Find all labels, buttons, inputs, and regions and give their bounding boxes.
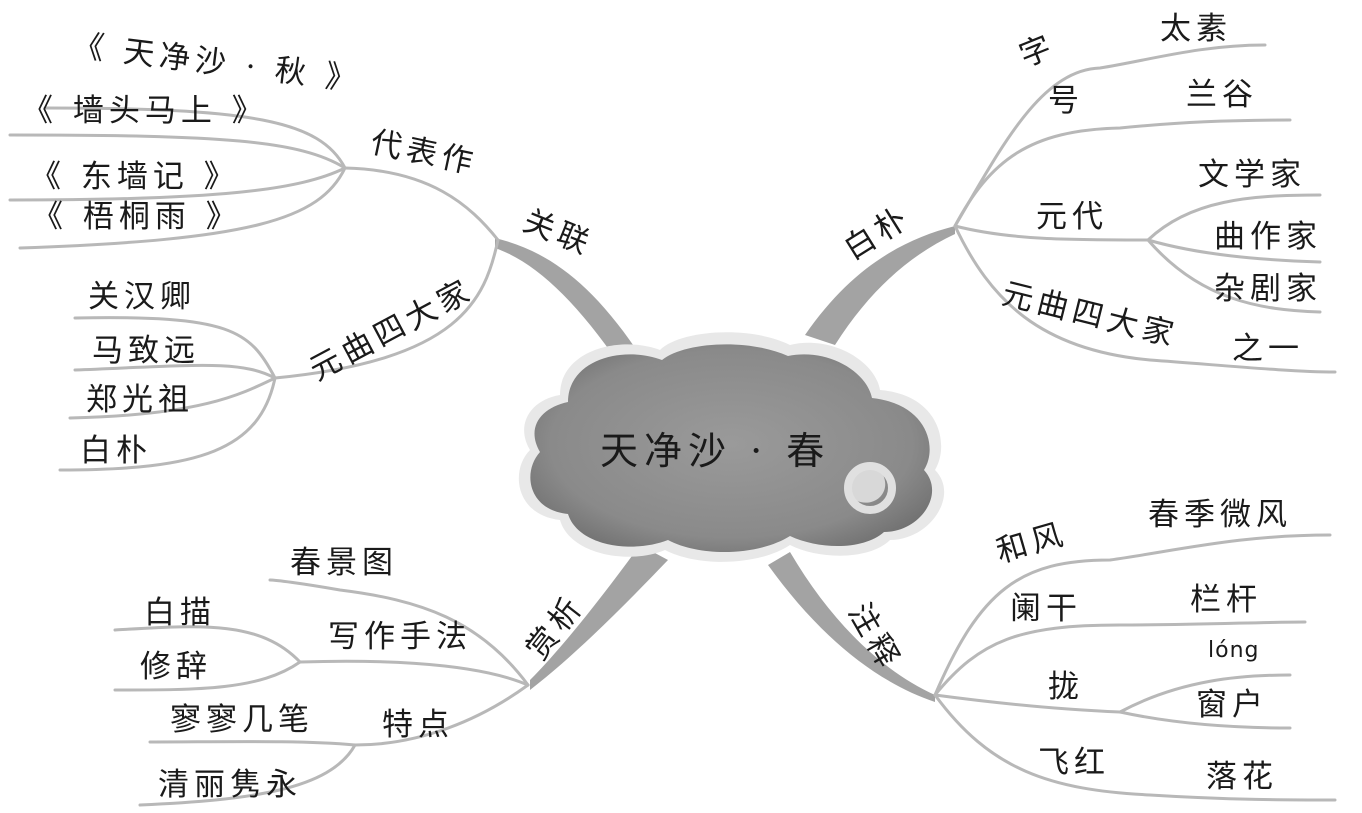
center-title: 天净沙 · 春 <box>600 429 831 473</box>
trunk-guanlian <box>495 238 640 365</box>
zhushi-meaning: 窗户 <box>1196 687 1268 723</box>
branch-lines <box>8 43 1337 807</box>
baipu-sidajia-value: 之一 <box>1232 331 1304 367</box>
role-item: 文学家 <box>1198 157 1306 193</box>
sidajia-member: 白朴 <box>80 433 152 469</box>
center-cloud <box>518 332 945 562</box>
chunjingtu-label: 春景图 <box>290 545 398 581</box>
trunk-baipu <box>805 226 955 345</box>
tedian-item: 寥寥几笔 <box>170 702 314 738</box>
sidajia-member: 关汉卿 <box>88 279 196 315</box>
zhushi-meaning: 春季微风 <box>1148 497 1292 533</box>
zhushi-pinyin: lóng <box>1208 638 1260 663</box>
yuandai-label: 元代 <box>1036 199 1108 235</box>
trunk-zhushi <box>768 552 935 702</box>
work-item: 《 东墙记 》 <box>30 159 240 195</box>
tedian-item: 清丽隽永 <box>158 767 302 803</box>
hao-label: 号 <box>1048 83 1084 119</box>
zhushi-term: 阑干 <box>1010 591 1082 627</box>
tedian-label: 特点 <box>382 707 454 743</box>
xiezuo-item: 修辞 <box>140 649 212 685</box>
sidajia-member: 郑光祖 <box>86 382 194 418</box>
sidajia-member: 马致远 <box>92 333 200 369</box>
zhushi-term: 拢 <box>1048 669 1084 705</box>
xiezuo-label: 写作手法 <box>328 619 472 655</box>
hao-value: 兰谷 <box>1186 77 1258 113</box>
xiezuo-item: 白描 <box>144 595 216 631</box>
zhushi-meaning: 栏杆 <box>1190 582 1262 618</box>
zhushi-meaning: 落花 <box>1206 759 1278 795</box>
work-item: 《 墙头马上 》 <box>22 93 268 129</box>
work-item: 《 梧桐雨 》 <box>32 199 242 235</box>
role-item: 杂剧家 <box>1214 271 1322 307</box>
zi-value: 太素 <box>1160 11 1232 47</box>
role-item: 曲作家 <box>1214 219 1322 255</box>
zhushi-term: 飞红 <box>1038 745 1110 781</box>
main-trunks <box>495 226 955 702</box>
trunk-shangxi <box>530 545 668 690</box>
